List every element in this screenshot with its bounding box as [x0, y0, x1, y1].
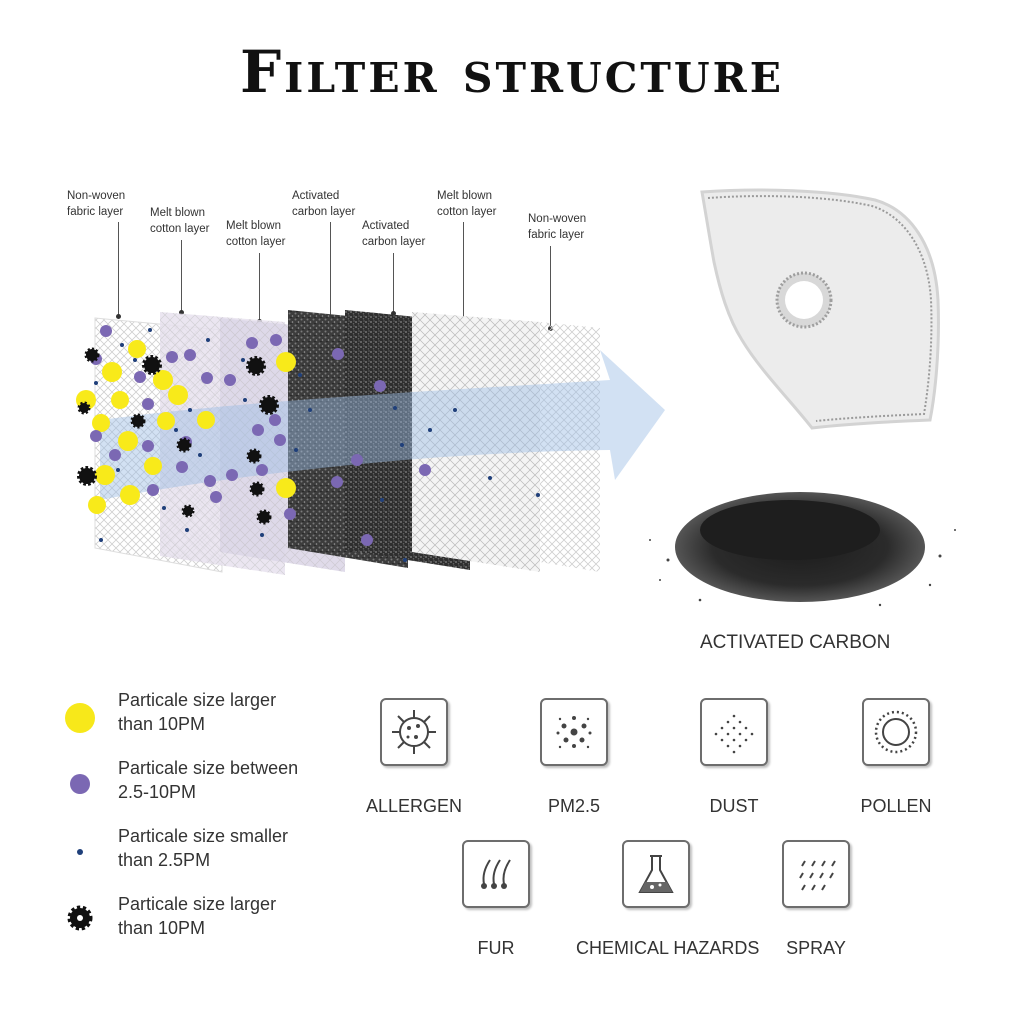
spray-icon [799, 860, 836, 891]
layer-pointer [391, 253, 396, 316]
mask-filter-pad [700, 188, 940, 430]
dots-cluster-icon [556, 716, 592, 749]
dust-icon [714, 714, 754, 754]
virus-icon [392, 710, 436, 754]
fur-icon [481, 859, 511, 889]
hazard-pollen: POLLEN [816, 698, 976, 817]
page-title: Filter structure [239, 38, 785, 106]
layer-pointer [179, 240, 184, 315]
filter-layers-diagram [76, 188, 956, 607]
hazard-fur: FUR [416, 840, 576, 959]
airflow-arrow [100, 350, 665, 500]
hazard-dust: DUST [654, 698, 814, 817]
yellow-particles [76, 340, 296, 514]
small-blue-dot-icon [77, 849, 83, 855]
flask-icon [638, 855, 674, 893]
purple-circle-icon [70, 774, 90, 794]
hazard-spray: SPRAY [736, 840, 896, 959]
activated-carbon-caption: ACTIVATED CARBON [700, 632, 891, 653]
activated-carbon-pile [649, 492, 956, 607]
layer-pointer [116, 222, 121, 319]
pollen-icon [874, 710, 918, 754]
purple-particles [90, 325, 431, 546]
gear-particles [77, 347, 279, 525]
hazard-chemical: CHEMICAL HAZARDS [576, 840, 759, 959]
hazard-pm25: PM2.5 [494, 698, 654, 817]
small-particles [94, 328, 540, 562]
hazard-allergen: ALLERGEN [334, 698, 494, 817]
yellow-circle-icon [65, 703, 95, 733]
black-gear-icon [67, 905, 93, 931]
non-woven-layer-back [540, 322, 600, 572]
